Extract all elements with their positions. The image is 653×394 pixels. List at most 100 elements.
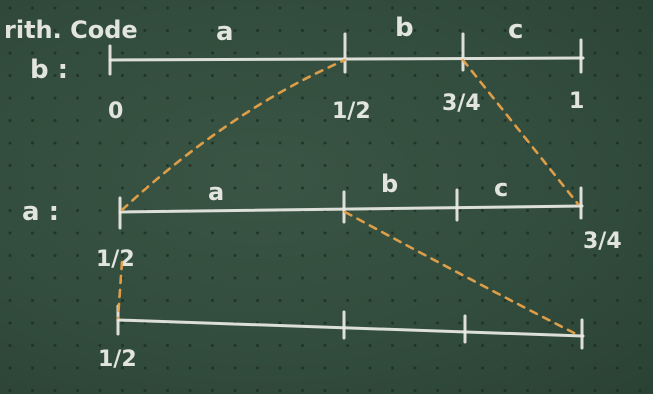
pegboard-dot [639,299,642,302]
pegboard-dot [9,97,12,100]
pegboard-dot [616,119,619,122]
pegboard-dot [594,142,597,145]
pegboard-dot [459,209,462,212]
pegboard-dot [301,389,304,392]
pegboard-dot [346,232,349,235]
pegboard-dot [504,209,507,212]
pegboard-dot [189,299,192,302]
row-b-segment-a: a [216,17,234,47]
pegboard-dot [256,232,259,235]
pegboard-dot [99,209,102,212]
pegboard-dot [9,299,12,302]
pegboard-dot [234,7,237,10]
pegboard-dot [616,97,619,100]
pegboard-dot [436,52,439,55]
pegboard-dot [616,344,619,347]
pegboard-dot [256,7,259,10]
pegboard-dot [189,119,192,122]
pegboard-dot [526,7,529,10]
pegboard-dot [549,344,552,347]
pegboard-dot [9,277,12,280]
pegboard-dot [76,277,79,280]
pegboard-dot [526,299,529,302]
pegboard-dot [166,232,169,235]
pegboard-dot [279,367,282,370]
pegboard-dot [391,29,394,32]
pegboard-dot [144,344,147,347]
pegboard-dot [549,187,552,190]
pegboard-dot [391,164,394,167]
pegboard-dot [459,187,462,190]
pegboard-dot [301,97,304,100]
pegboard-dot [9,209,12,212]
pegboard-dot [279,119,282,122]
pegboard-dot [234,164,237,167]
pegboard-dot [549,209,552,212]
pegboard-dot [639,367,642,370]
pegboard-dot [144,367,147,370]
pegboard-dot [481,322,484,325]
pegboard-dot [639,389,642,392]
pegboard-dot [526,232,529,235]
pegboard-dot [324,119,327,122]
pegboard-dot [549,277,552,280]
pegboard-dot [31,344,34,347]
pegboard-dot [481,187,484,190]
pegboard-dot [76,322,79,325]
pegboard-dot [31,232,34,235]
pegboard-dot [616,389,619,392]
pegboard-dot [639,254,642,257]
pegboard-dot [594,164,597,167]
mapping-line-b-start [122,60,345,210]
pegboard-dot [369,164,372,167]
pegboard-dot [436,119,439,122]
pegboard-dot [279,142,282,145]
pegboard-dot [481,389,484,392]
pegboard-dot [391,277,394,280]
pegboard-dot [189,389,192,392]
pegboard-dot [324,299,327,302]
pegboard-dot [391,52,394,55]
pegboard-dot [369,74,372,77]
pegboard-dot [436,7,439,10]
pegboard-dot [279,254,282,257]
pegboard-dot [346,389,349,392]
pegboard-dot [459,254,462,257]
pegboard-dot [639,209,642,212]
pegboard-dot [414,389,417,392]
pegboard-dot [301,299,304,302]
pegboard-dot [481,97,484,100]
pegboard-dot [369,7,372,10]
pegboard-dot [166,389,169,392]
pegboard-dot [459,7,462,10]
pegboard-dot [594,277,597,280]
pegboard-dot [76,389,79,392]
pegboard-dot [616,187,619,190]
pegboard-dot [369,322,372,325]
pegboard-dot [99,299,102,302]
pegboard-dot [256,52,259,55]
row-b-tick-label-3: 1 [569,89,584,114]
pegboard-dot [166,74,169,77]
pegboard-dot [436,29,439,32]
pegboard-dot [279,277,282,280]
pegboard-dot [571,164,574,167]
pegboard-dot [414,142,417,145]
pegboard-dot [571,277,574,280]
pegboard-dot [571,389,574,392]
pegboard-dot [549,299,552,302]
pegboard-dot [481,119,484,122]
pegboard-dot [234,254,237,257]
pegboard-dot [571,29,574,32]
pegboard-dot [481,367,484,370]
pegboard-dot [616,367,619,370]
pegboard-dot [166,277,169,280]
pegboard-dot [76,119,79,122]
pegboard-dot [144,277,147,280]
pegboard-dot [481,277,484,280]
pegboard-dot [324,97,327,100]
pegboard-dot [436,299,439,302]
pegboard-dot [526,209,529,212]
pegboard-dot [234,74,237,77]
pegboard-dot [54,344,57,347]
